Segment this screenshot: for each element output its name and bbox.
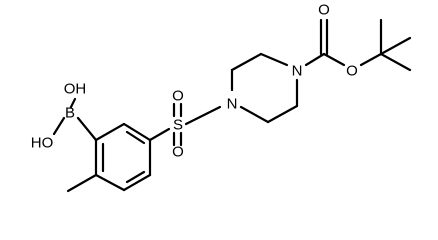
bond-ester-o-c: [359, 52, 383, 67]
atom-n-left: N: [227, 96, 238, 113]
atom-o-sulfonyl-bottom: O: [172, 144, 184, 161]
bond-tbu-right-down: [379, 52, 412, 72]
atom-s: S: [173, 117, 183, 134]
bond-ring-4: [122, 173, 152, 192]
bond-ring-double-1: [125, 130, 146, 145]
bond-tbu-right-up: [379, 36, 412, 56]
bond-b-oh-left: [52, 116, 66, 136]
bond-methyl: [66, 173, 98, 193]
bond-pip-3: [259, 52, 289, 67]
atom-n-right: N: [292, 63, 303, 80]
bond-carbonyl-ester-o: [322, 52, 346, 67]
chemical-structure-diagram: OH HO B S O O N N O O: [31, 2, 412, 193]
bond-ring-double-2: [125, 170, 146, 184]
atom-ho-left: HO: [31, 135, 54, 152]
atom-b: B: [65, 105, 75, 122]
bond-pip-6: [239, 105, 270, 124]
bond-n-carbonyl: [304, 52, 326, 67]
atom-labels: OH HO B S O O N N O O: [31, 2, 358, 161]
bond-pip-5: [266, 104, 299, 124]
bond-ring-s: [148, 127, 171, 142]
bond-b-oh-top: [69, 97, 77, 109]
atom-oh-top: OH: [64, 81, 87, 98]
bond-ring-5: [94, 173, 126, 192]
atom-o-sulfonyl-top: O: [172, 88, 184, 105]
atom-o-ester: O: [346, 63, 358, 80]
atom-o-carbonyl: O: [318, 2, 330, 19]
bond-ring-1: [94, 122, 126, 142]
bond-b-ring: [76, 116, 98, 142]
bond-s-n: [184, 105, 222, 126]
bond-pip-2: [230, 52, 263, 72]
bond-lines: [52, 18, 412, 193]
bond-ring-2: [122, 122, 152, 142]
